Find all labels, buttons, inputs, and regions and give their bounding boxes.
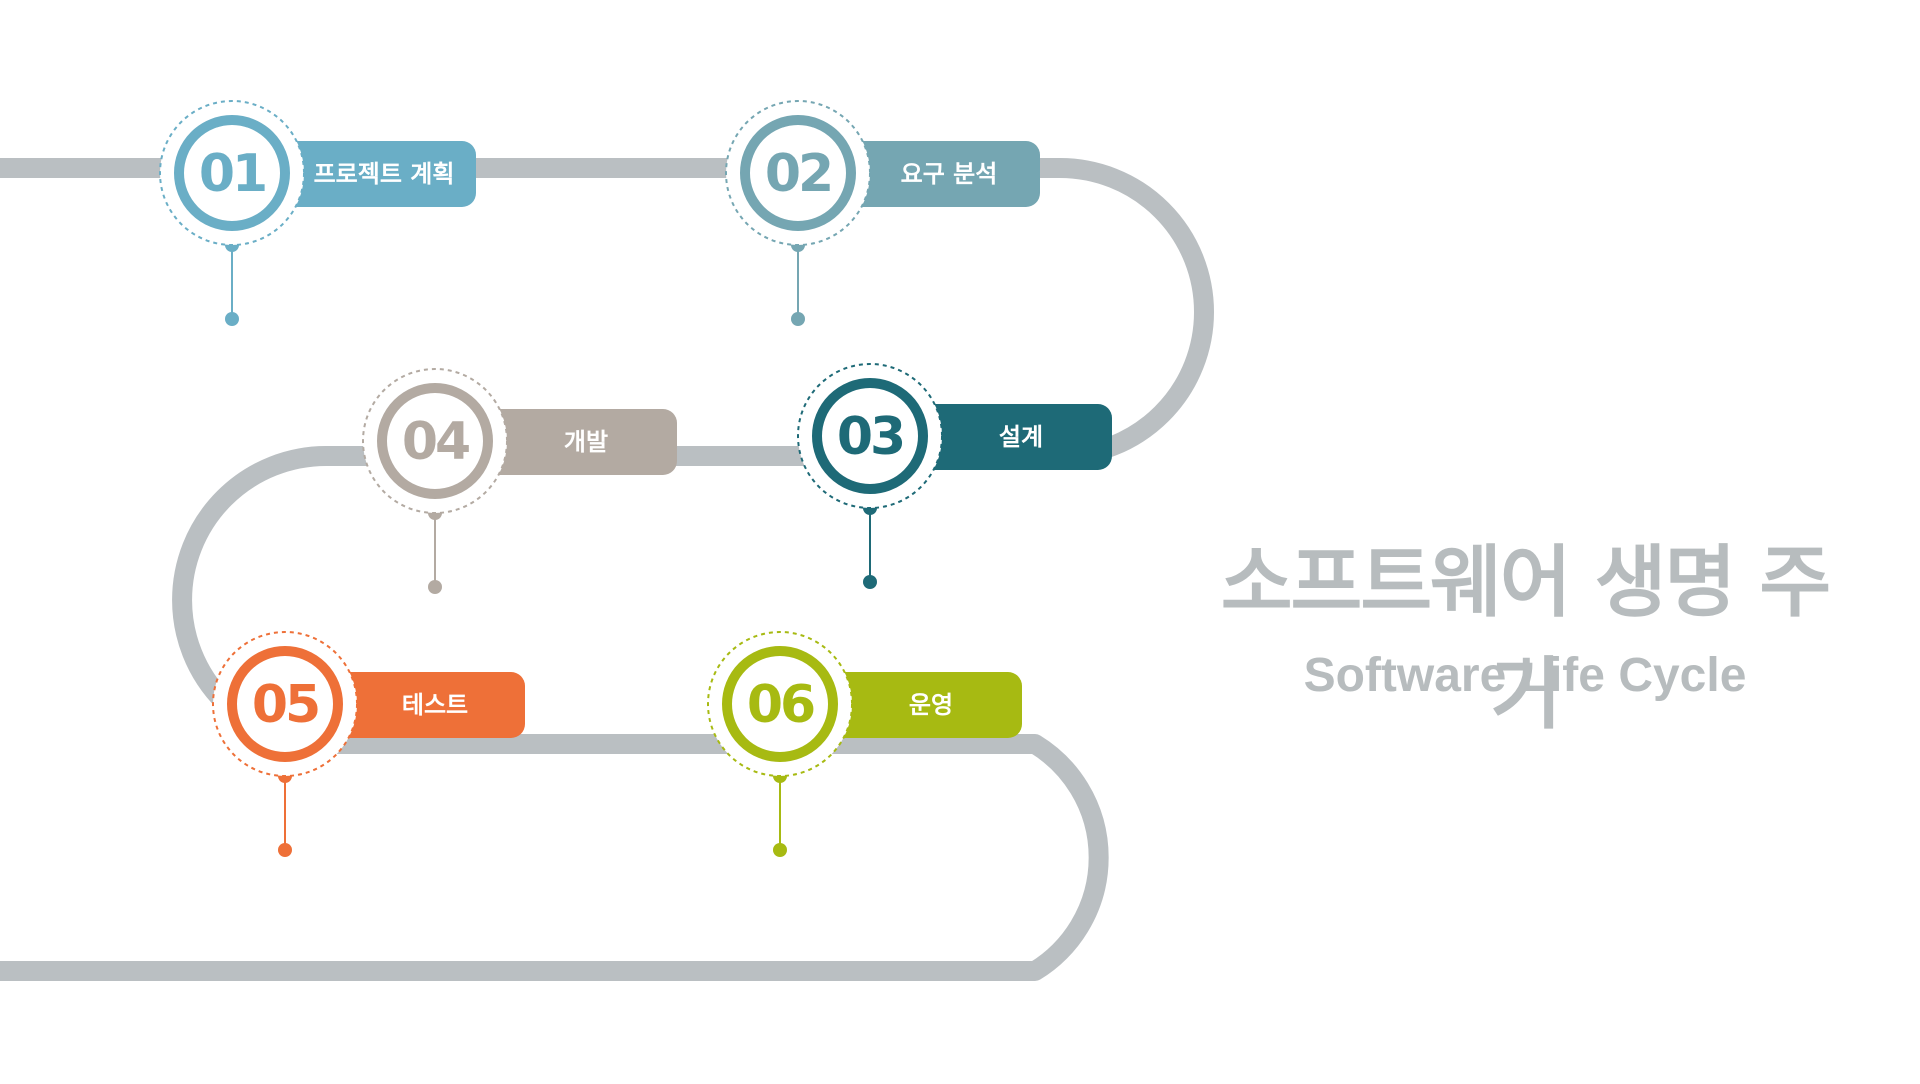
steps-layer: 프로젝트 계획 01 요구 분석 02 설계 03 개발 04 테스트 05 운영 06 [159, 100, 1112, 857]
inner-ring [722, 646, 838, 762]
inner-ring [812, 378, 928, 494]
inner-ring [174, 115, 290, 231]
connector-dot-bottom [773, 843, 787, 857]
step-01: 프로젝트 계획 01 [159, 100, 476, 326]
step-tag [459, 409, 677, 475]
step-tag [309, 672, 525, 738]
connector-dot-bottom [225, 312, 239, 326]
step-label: 설계 [999, 423, 1043, 451]
step-number: 01 [199, 144, 265, 204]
step-05: 테스트 05 [212, 631, 525, 857]
step-label: 요구 분석 [901, 160, 998, 188]
title-korean: 소프트웨어 생명 주기 [1220, 538, 1831, 740]
step-02: 요구 분석 02 [725, 100, 1040, 326]
connector-dot-bottom [863, 575, 877, 589]
step-03: 설계 03 [797, 363, 1112, 589]
inner-ring [377, 383, 493, 499]
step-number: 03 [837, 407, 903, 467]
step-number: 05 [252, 675, 318, 735]
step-label: 테스트 [402, 691, 468, 719]
step-tag [894, 404, 1112, 470]
connector-dot-bottom [278, 843, 292, 857]
step-label: 개발 [564, 428, 608, 456]
step-label: 운영 [909, 691, 953, 719]
step-04: 개발 04 [362, 368, 677, 594]
step-number: 02 [765, 144, 831, 204]
step-tag [822, 141, 1040, 207]
step-tag [804, 672, 1022, 738]
road-path [0, 158, 1214, 981]
connector-dot-bottom [428, 580, 442, 594]
step-06: 운영 06 [707, 631, 1022, 857]
step-label: 프로젝트 계획 [314, 160, 455, 188]
title-english: Software Life Cycle [1303, 649, 1747, 702]
step-tag [256, 141, 476, 207]
step-number: 04 [402, 412, 469, 472]
step-number: 06 [747, 675, 814, 735]
connector-dot-bottom [791, 312, 805, 326]
inner-ring [227, 646, 343, 762]
inner-ring [740, 115, 856, 231]
